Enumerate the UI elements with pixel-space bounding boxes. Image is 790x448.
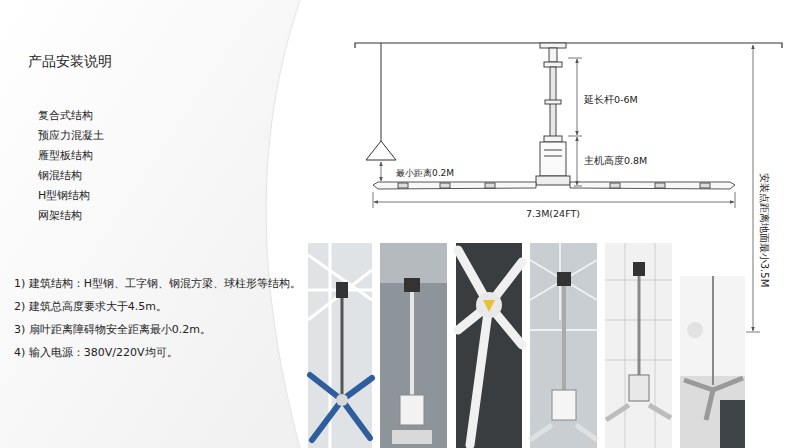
photo <box>530 243 597 448</box>
structure-item: H型钢结构 <box>38 189 90 202</box>
background-curve <box>266 0 300 448</box>
fan-blades <box>373 182 735 189</box>
min-distance-dimension <box>381 162 382 181</box>
install-note: 2) 建筑总高度要求大于4.5m。 <box>14 300 167 313</box>
install-note: 3) 扇叶距离障碍物安全距离最小0.2m。 <box>14 323 211 336</box>
photo <box>456 243 522 448</box>
photo <box>308 243 372 448</box>
height-dimensions <box>568 58 582 186</box>
photo <box>680 276 745 448</box>
structure-item: 预应力混凝土 <box>38 129 104 142</box>
dimension-label: 主机高度0.8M <box>584 155 647 166</box>
width-dimension <box>373 192 735 208</box>
structure-item: 钢混结构 <box>38 169 82 182</box>
photo <box>380 243 447 448</box>
obstacle-symbol <box>366 43 396 160</box>
dimension-label: 7.3M(24FT) <box>524 208 582 219</box>
structure-item: 雁型板结构 <box>38 149 93 162</box>
dimension-label: 最小距离0.2M <box>396 168 454 179</box>
structure-item: 复合式结构 <box>38 109 93 122</box>
structure-item: 网架结构 <box>38 209 82 222</box>
dimension-label: 延长杆0-6M <box>584 94 638 105</box>
photo <box>605 243 672 448</box>
install-note: 4) 输入电源：380V/220V均可。 <box>14 346 178 359</box>
background-sweep <box>0 0 300 448</box>
ceiling <box>355 43 782 48</box>
dimension-label: 安装点距离地面最小3.5M <box>758 171 770 290</box>
page-title: 产品安装说明 <box>28 53 112 70</box>
install-note: 1) 建筑结构：H型钢、工字钢、钢混方梁、球柱形等结构。 <box>14 277 301 290</box>
fan-mount <box>536 43 570 185</box>
